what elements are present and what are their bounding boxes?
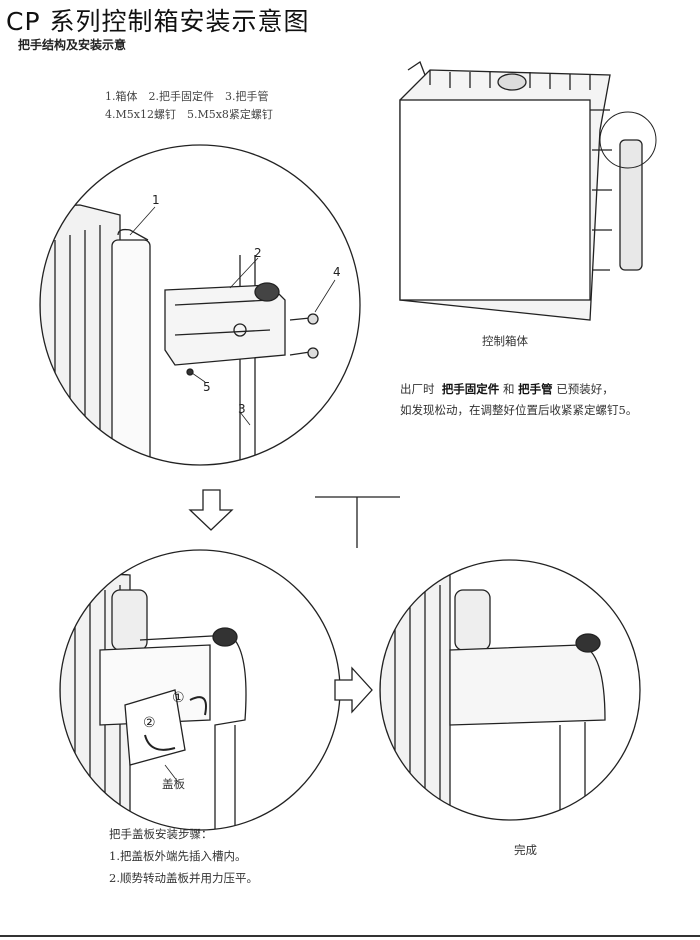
callout-3: 3 bbox=[238, 402, 246, 416]
box-caption: 控制箱体 bbox=[482, 334, 528, 348]
cover-label: 盖板 bbox=[162, 777, 185, 791]
step-item-2: 2.顺势转动盖板并用力压平。 bbox=[109, 871, 258, 885]
down-arrow-icon bbox=[188, 489, 234, 531]
callout-1: 1 bbox=[152, 193, 160, 207]
note-prefix: 出厂时 bbox=[400, 382, 435, 396]
step-item-1: 1.把盖板外端先插入槽内。 bbox=[109, 849, 247, 863]
callout-2: 2 bbox=[254, 246, 262, 260]
parts-legend-line-2: 4.M5x12螺钉 5.M5x8紧定螺钉 bbox=[105, 108, 273, 121]
parts-legend-line-1: 1.箱体 2.把手固定件 3.把手管 bbox=[105, 90, 269, 103]
cover-install-step-view bbox=[59, 549, 341, 831]
note-and: 和 bbox=[502, 382, 515, 396]
callout-5: 5 bbox=[203, 380, 211, 394]
step-mark-2: ② bbox=[143, 715, 156, 731]
note-suffix: 已预装好， bbox=[556, 382, 614, 396]
page-subtitle: 把手结构及安装示意 bbox=[18, 38, 127, 52]
steps-heading: 把手盖板安装步骤： bbox=[109, 827, 213, 841]
note-part-1: 把手固定件 bbox=[441, 382, 500, 396]
control-box-illustration bbox=[399, 61, 657, 321]
factory-note-line-2: 如发现松动，在调整好位置后收紧紧定螺钉5。 bbox=[400, 403, 638, 417]
note-part-2: 把手管 bbox=[518, 382, 553, 396]
factory-note-line-1: 出厂时 把手固定件 和 把手管 已预装好， bbox=[400, 381, 614, 397]
completed-handle-view bbox=[379, 559, 641, 821]
page-title: CP 系列控制箱安装示意图 bbox=[6, 7, 310, 36]
callout-4: 4 bbox=[333, 265, 341, 279]
right-arrow-icon bbox=[334, 666, 373, 714]
exploded-view-detail bbox=[39, 144, 361, 466]
section-divider bbox=[315, 496, 400, 548]
step-mark-1: ① bbox=[172, 690, 185, 706]
done-label: 完成 bbox=[514, 843, 537, 857]
